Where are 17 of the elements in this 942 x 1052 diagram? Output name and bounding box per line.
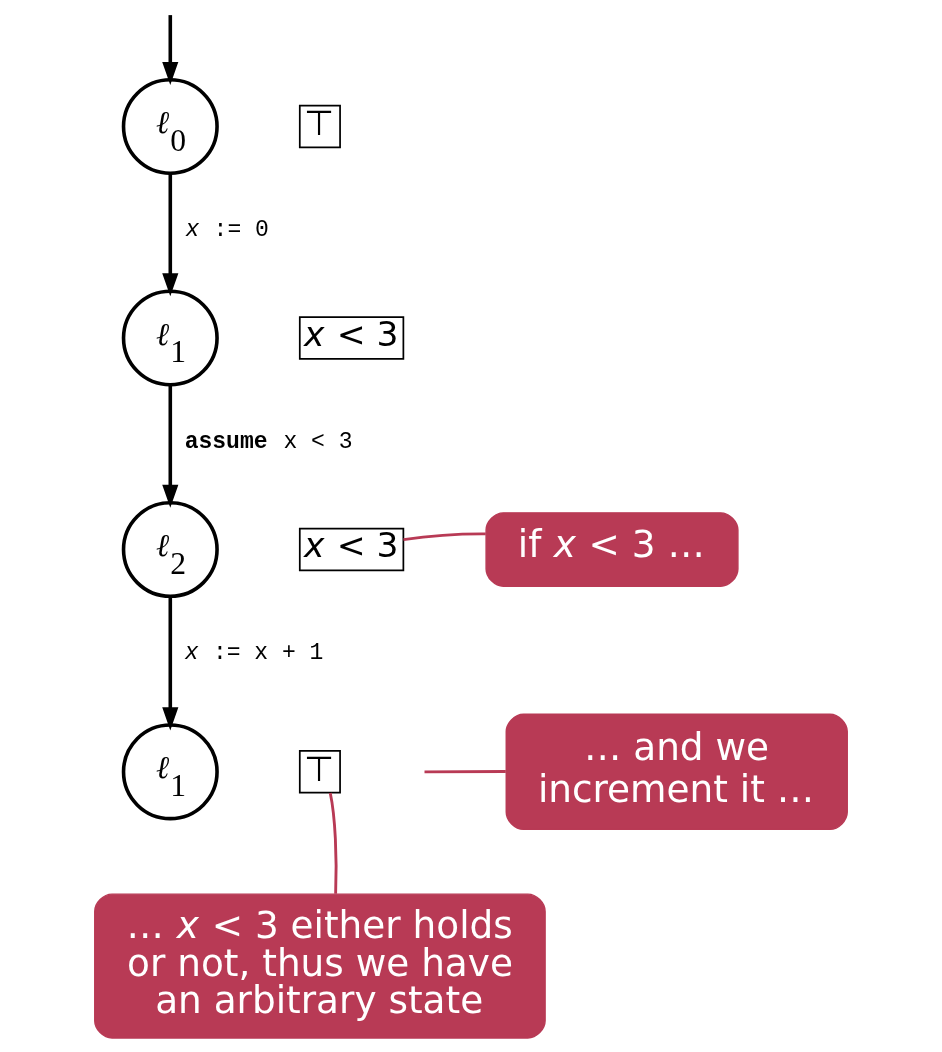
- connector: [424, 770, 506, 774]
- arrow: [162, 596, 179, 731]
- edge-label: x := x + 1: [184, 640, 324, 667]
- node-box: ⊤: [298, 104, 341, 149]
- connector: [328, 792, 338, 894]
- connector: [403, 532, 486, 541]
- edge-label: x := 0: [185, 217, 269, 244]
- node-box: x < 3: [298, 316, 405, 360]
- node-box: if x < 3 …: [485, 512, 739, 587]
- arrow: [162, 385, 179, 508]
- node-box: … x < 3 either holds or not, thus we have an arbitrary state: [94, 893, 546, 1039]
- arrow: [162, 15, 179, 85]
- arrow: [162, 173, 179, 297]
- node-box: … and we increment it …: [505, 713, 848, 831]
- node-box: x < 3: [298, 527, 405, 572]
- edge-label: assume x < 3: [184, 428, 353, 455]
- node-box: ⊤: [298, 750, 341, 794]
